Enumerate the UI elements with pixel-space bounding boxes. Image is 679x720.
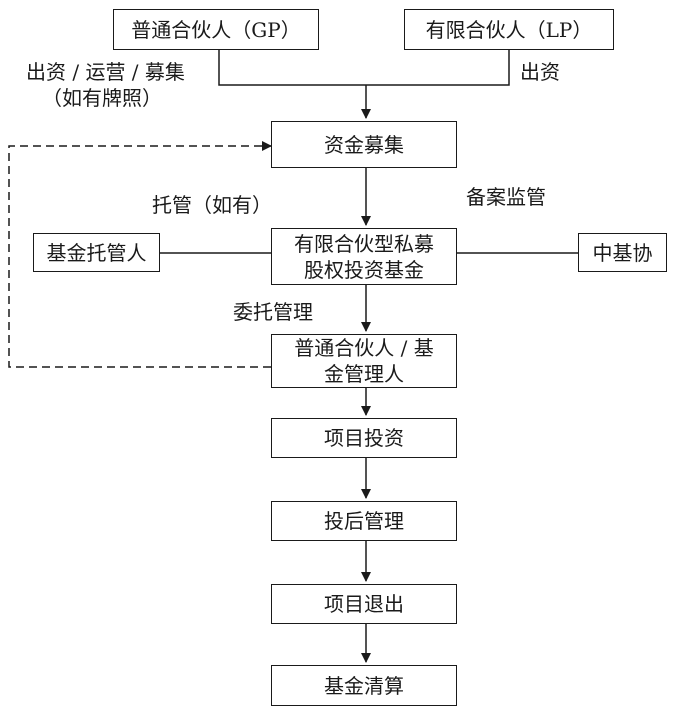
manager-to-fundraising-dashed-arrow bbox=[8, 141, 272, 368]
manager-box: 普通合伙人 / 基 金管理人 bbox=[271, 334, 457, 388]
fund-box: 有限合伙型私募 股权投资基金 bbox=[271, 228, 457, 285]
gp-contribution-label: 出资 / 运营 / 募集 bbox=[26, 60, 185, 84]
gp-license-note-label: （如有牌照） bbox=[42, 86, 162, 110]
post-investment-box: 投后管理 bbox=[271, 501, 457, 541]
gp-box: 普通合伙人（GP） bbox=[113, 9, 319, 50]
filing-supervision-label: 备案监管 bbox=[466, 185, 546, 209]
liquidation-box: 基金清算 bbox=[271, 665, 457, 706]
fundraising-box: 资金募集 bbox=[271, 121, 457, 168]
exit-box: 项目退出 bbox=[271, 584, 457, 624]
lp-to-fundraising-line bbox=[366, 50, 510, 86]
custodian-box: 基金托管人 bbox=[33, 233, 160, 272]
amac-box: 中基协 bbox=[578, 233, 667, 272]
lp-box: 有限合伙人（LP） bbox=[404, 9, 614, 50]
lp-contribution-label: 出资 bbox=[520, 60, 560, 84]
gp-to-fundraising-line bbox=[218, 50, 366, 86]
entrusted-management-label: 委托管理 bbox=[233, 300, 313, 324]
custody-label: 托管（如有） bbox=[152, 193, 272, 217]
investment-box: 项目投资 bbox=[271, 418, 457, 458]
